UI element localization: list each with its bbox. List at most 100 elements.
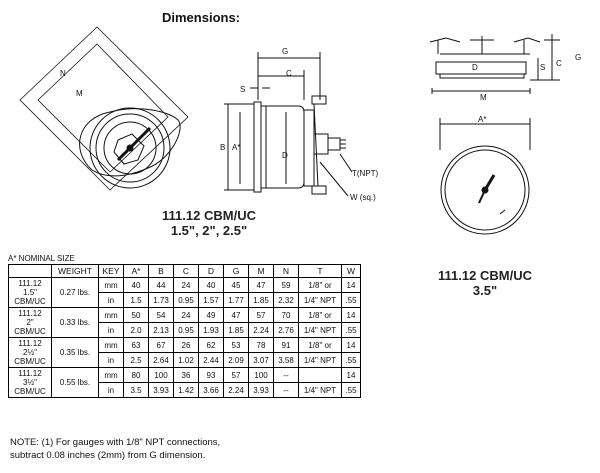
key-cell: in	[98, 382, 124, 398]
value-cell: 24	[173, 277, 199, 293]
thread-cell: 1/8" or	[298, 307, 342, 323]
value-cell: 36	[173, 367, 199, 383]
model-line: 111.12	[18, 309, 42, 318]
value-cell: 80	[123, 367, 149, 383]
key-cell: mm	[98, 307, 124, 323]
wrench-cell: 14	[341, 277, 361, 293]
value-cell: 57	[223, 367, 249, 383]
label-S: S	[240, 85, 245, 94]
value-cell: 1.5	[123, 292, 149, 308]
value-cell: 3.93	[248, 382, 274, 398]
label-M: M	[76, 89, 83, 98]
large-gauge-caption: 111.12 CBM/UC 3.5"	[420, 268, 550, 298]
value-cell: 3.66	[198, 382, 224, 398]
thread-cell: 1/4" NPT	[298, 292, 342, 308]
value-cell: --	[273, 382, 299, 398]
value-cell: 3.93	[148, 382, 174, 398]
weight-cell: 0.55 lbs.	[51, 367, 99, 398]
value-cell: 70	[273, 307, 299, 323]
value-cell: 78	[248, 337, 274, 353]
model-line: 111.12	[18, 279, 42, 288]
value-cell: 24	[173, 307, 199, 323]
top-view	[429, 34, 560, 94]
value-cell: 1.77	[223, 292, 249, 308]
table-header-cell: T	[298, 264, 342, 278]
table-header-cell: M	[248, 264, 274, 278]
value-cell: 63	[123, 337, 149, 353]
model-line: CBM/UC	[14, 387, 46, 396]
value-cell: 91	[273, 337, 299, 353]
value-cell: 1.85	[223, 322, 249, 338]
value-cell: 2.76	[273, 322, 299, 338]
thread-cell: 1/4" NPT	[298, 382, 342, 398]
value-cell: 53	[223, 337, 249, 353]
value-cell: 1.57	[198, 292, 224, 308]
value-cell: --	[273, 367, 299, 383]
value-cell: 3.5	[123, 382, 149, 398]
value-cell: 0.95	[173, 292, 199, 308]
model-line: 2½"	[23, 348, 37, 357]
value-cell: 45	[223, 277, 249, 293]
model-line: CBM/UC	[14, 327, 46, 336]
value-cell: 100	[248, 367, 274, 383]
value-cell: 100	[148, 367, 174, 383]
page-title: Dimensions:	[162, 10, 241, 25]
value-cell: 2.24	[248, 322, 274, 338]
model-line: CBM/UC	[14, 297, 46, 306]
value-cell: 44	[148, 277, 174, 293]
model-line: 111.12	[18, 339, 42, 348]
wrench-cell: .55	[341, 292, 361, 308]
wrench-cell: .55	[341, 322, 361, 338]
wrench-cell: .55	[341, 382, 361, 398]
value-cell: 1.02	[173, 352, 199, 368]
key-cell: mm	[98, 337, 124, 353]
value-cell: 62	[198, 337, 224, 353]
value-cell: 1.93	[198, 322, 224, 338]
table-header-cell: N	[273, 264, 299, 278]
right-label-C: C	[556, 59, 562, 68]
value-cell: 93	[198, 367, 224, 383]
label-W-sq: W (sq.)	[350, 193, 376, 202]
thread-cell	[298, 367, 342, 383]
table-header-cell: D	[198, 264, 224, 278]
table-header-cell: C	[173, 264, 199, 278]
value-cell: 1.85	[248, 292, 274, 308]
right-label-A: A*	[478, 115, 486, 124]
wrench-cell: 14	[341, 307, 361, 323]
thread-cell: 1/4" NPT	[298, 322, 342, 338]
value-cell: 49	[198, 307, 224, 323]
right-label-D: D	[472, 63, 478, 72]
key-cell: mm	[98, 367, 124, 383]
wrench-cell: 14	[341, 337, 361, 353]
weight-cell: 0.35 lbs.	[51, 337, 99, 368]
thread-cell: 1/8" or	[298, 337, 342, 353]
small-gauge-caption: 111.12 CBM/UC 1.5", 2", 2.5"	[134, 208, 284, 238]
note-line-1: NOTE: (1) For gauges with 1/8" NPT conne…	[10, 437, 221, 448]
table-header-cell: W	[341, 264, 361, 278]
value-cell: 2.5	[123, 352, 149, 368]
gauge-front-view	[439, 118, 531, 235]
label-D: D	[282, 151, 288, 160]
wrench-cell: 14	[341, 367, 361, 383]
thread-cell: 1/8" or	[298, 277, 342, 293]
large-size-text: 3.5"	[472, 283, 498, 298]
value-cell: 59	[273, 277, 299, 293]
table-header-cell: KEY	[98, 264, 124, 278]
value-cell: 47	[248, 277, 274, 293]
dimension-drawings: N M C G S B A* D T(NPT) W (sq.) G C S D …	[19, 26, 581, 235]
weight-cell: 0.33 lbs.	[51, 307, 99, 338]
value-cell: 2.0	[123, 322, 149, 338]
weight-cell: 0.27 lbs.	[51, 277, 99, 308]
small-sizes-text: 1.5", 2", 2.5"	[170, 223, 248, 238]
